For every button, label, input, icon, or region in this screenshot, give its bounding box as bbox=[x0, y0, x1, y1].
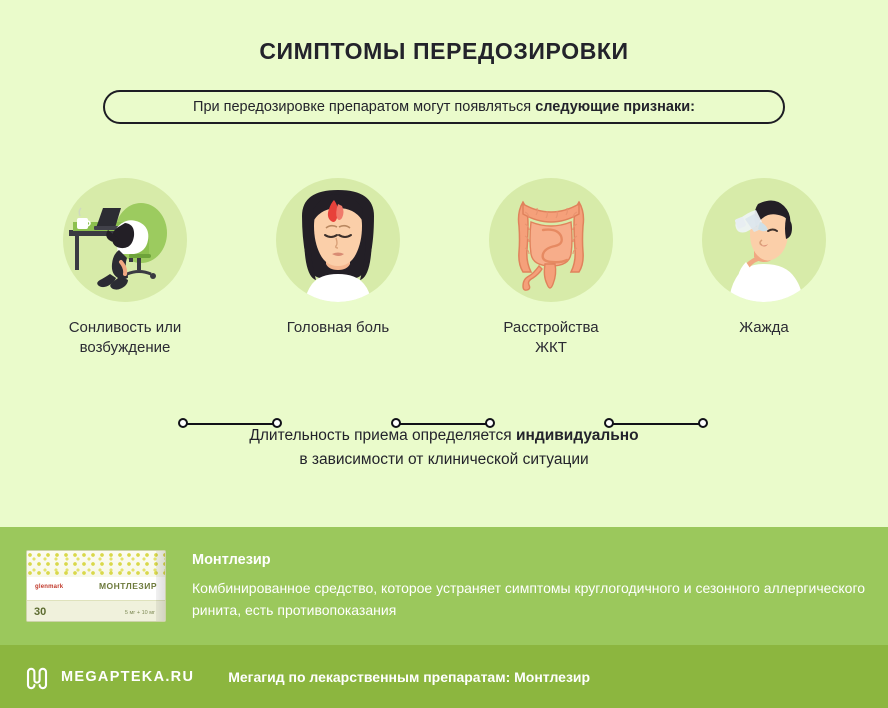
duration-note-line-1: Длительность приема определяется индивид… bbox=[0, 424, 888, 448]
symptom-circle-2 bbox=[276, 178, 400, 302]
symptom-label-4: Жажда bbox=[739, 319, 789, 336]
page-title: СИМПТОМЫ ПЕРЕДОЗИРОВКИ bbox=[259, 38, 629, 64]
product-info: Монтлезир Комбинированное средство, кото… bbox=[192, 552, 882, 621]
symptom-label-2: Головная боль bbox=[286, 319, 390, 336]
product-box-side bbox=[156, 551, 165, 621]
symptom-label-3: Расстройства ЖКТ bbox=[503, 319, 599, 356]
symptom-circle-4 bbox=[702, 178, 826, 302]
connector-dot-right bbox=[698, 418, 708, 428]
product-box-bottom bbox=[27, 600, 165, 621]
symptom-step-4: Жажда bbox=[658, 178, 870, 338]
step-connector-1 bbox=[178, 418, 282, 430]
product-box-name: МОНТЛЕЗИР bbox=[98, 581, 157, 591]
subtitle-pill: При передозировке препаратом могут появл… bbox=[103, 90, 785, 124]
subtitle-text: При передозировке препаратом могут появл… bbox=[193, 99, 695, 115]
woman-headache-icon bbox=[302, 190, 374, 302]
connector-line bbox=[183, 423, 277, 425]
step-connector-3 bbox=[604, 418, 708, 430]
connector-dot-left bbox=[604, 418, 614, 428]
subtitle-text-bold: следующие признаки: bbox=[535, 99, 695, 115]
subtitle-text-normal: При передозировке препаратом могут появл… bbox=[193, 99, 536, 115]
connector-dot-left bbox=[391, 418, 401, 428]
connector-line bbox=[609, 423, 703, 425]
duration-note-normal: Длительность приема определяется bbox=[249, 427, 517, 444]
intestines-icon bbox=[517, 200, 585, 291]
product-box-count: 30 bbox=[34, 606, 47, 618]
symptom-step-3: Расстройства ЖКТ bbox=[445, 178, 657, 358]
connector-dot-right bbox=[272, 418, 282, 428]
symptom-circle-1 bbox=[63, 178, 187, 302]
product-box-image: glenmark МОНТЛЕЗИР 30 5 мг + 10 мг bbox=[26, 550, 166, 622]
footer-caption: Мегагид по лекарственным препаратам: Мон… bbox=[228, 668, 591, 685]
footer: MEGAPTEKA.RU Мегагид по лекарственным пр… bbox=[0, 645, 888, 708]
product-title: Монтлезир bbox=[192, 551, 271, 568]
symptom-steps: Сонливость или возбуждение bbox=[0, 178, 888, 428]
symptom-label-1: Сонливость или возбуждение bbox=[68, 319, 182, 356]
duration-note-line-2: в зависимости от клинической ситуации bbox=[299, 451, 589, 468]
person-sleeping-at-desk-icon bbox=[69, 203, 167, 290]
product-box-pattern bbox=[27, 551, 165, 577]
connector-dot-right bbox=[485, 418, 495, 428]
duration-note: Длительность приема определяется индивид… bbox=[0, 424, 888, 472]
megapteka-m-icon bbox=[26, 667, 48, 689]
megapteka-logo[interactable]: MEGAPTEKA.RU bbox=[24, 664, 194, 690]
product-banner: glenmark МОНТЛЕЗИР 30 5 мг + 10 мг Монтл… bbox=[0, 527, 888, 645]
megapteka-wordmark: MEGAPTEKA.RU bbox=[61, 668, 195, 685]
product-box-brand: glenmark bbox=[35, 584, 64, 590]
symptom-step-2: Головная боль bbox=[232, 178, 444, 338]
product-box-band bbox=[27, 577, 165, 603]
product-box: glenmark МОНТЛЕЗИР 30 5 мг + 10 мг bbox=[26, 550, 166, 622]
product-description: Комбинированное средство, которое устран… bbox=[192, 579, 866, 618]
man-drinking-water-icon bbox=[729, 200, 803, 302]
product-box-dose: 5 мг + 10 мг bbox=[124, 610, 155, 616]
symptom-step-1: Сонливость или возбуждение bbox=[19, 178, 231, 358]
duration-note-bold: индивидуально bbox=[516, 427, 639, 444]
connector-line bbox=[396, 423, 490, 425]
step-connector-2 bbox=[391, 418, 495, 430]
connector-dot-left bbox=[178, 418, 188, 428]
symptom-circle-3 bbox=[489, 178, 613, 302]
